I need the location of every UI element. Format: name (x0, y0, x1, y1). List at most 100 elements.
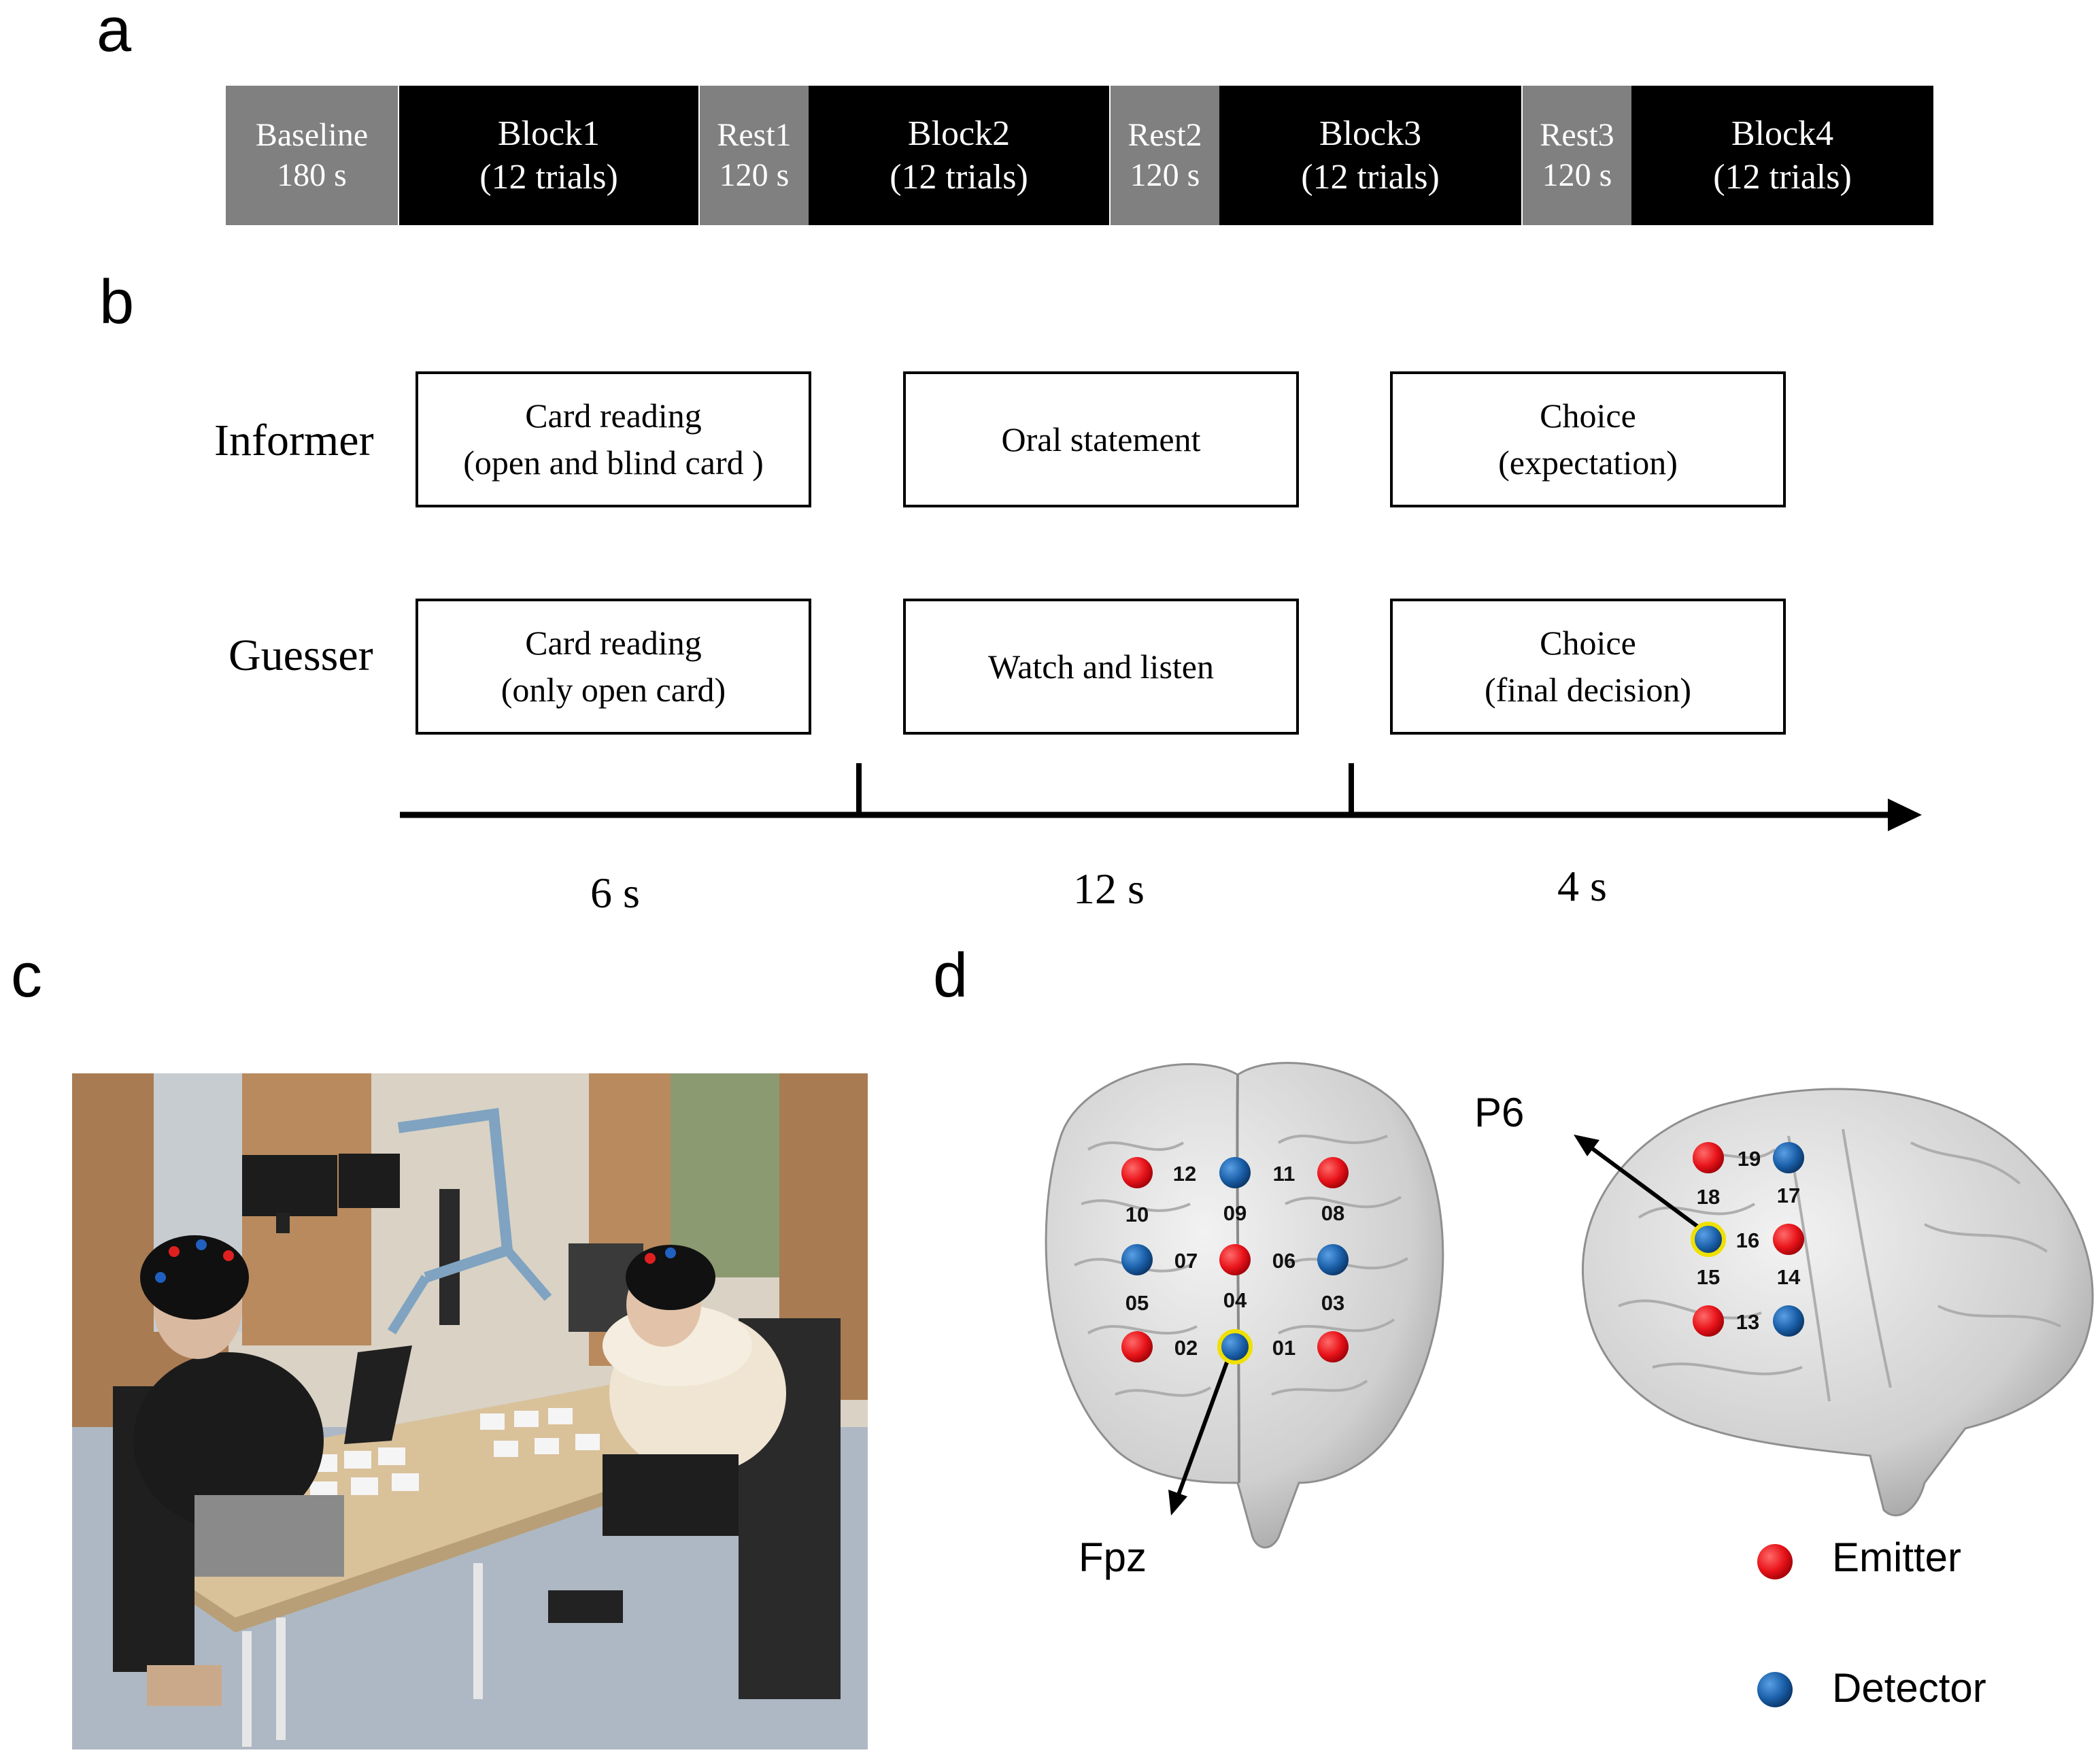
channel-label: 08 (1321, 1201, 1344, 1225)
fpz-label: Fpz (1079, 1535, 1147, 1580)
panel-label-c: c (11, 941, 42, 1010)
channel-label: 02 (1174, 1336, 1198, 1360)
emitter-dot (1121, 1331, 1153, 1362)
timeline-label: Block1 (497, 114, 600, 154)
channel-label: 19 (1738, 1147, 1761, 1171)
duration-statement: 12 s (1073, 865, 1145, 913)
guesser-card-reading-box: Card reading (only open card) (416, 599, 811, 735)
box-line: Oral statement (1001, 420, 1201, 458)
detector-dot (1317, 1244, 1349, 1275)
duration-card-reading: 6 s (590, 869, 640, 917)
informer-card-reading-box: Card reading (open and blind card ) (416, 371, 811, 507)
emitter-dot (1693, 1305, 1724, 1337)
emitter-dot (1317, 1157, 1349, 1188)
duration-choice: 4 s (1557, 862, 1607, 910)
legend-emitter-label: Emitter (1832, 1535, 1961, 1580)
experiment-photo (72, 1073, 868, 1749)
timeline-sub: 120 s (1130, 156, 1200, 193)
emitter-dot (1219, 1244, 1251, 1275)
timeline-sub: (12 trials) (1713, 157, 1852, 197)
legend-detector-label: Detector (1832, 1665, 1986, 1711)
timeline-block2: Block2 (12 trials) (809, 86, 1109, 225)
detector-dot (1121, 1244, 1153, 1275)
emitter-dot (1773, 1224, 1804, 1255)
channel-label: 12 (1173, 1162, 1196, 1186)
timeline-sub: 180 s (277, 156, 347, 193)
timeline-label: Block3 (1319, 114, 1422, 154)
channel-label: 14 (1777, 1265, 1801, 1289)
fpz-arrow (1176, 1354, 1232, 1498)
card-icon (310, 1408, 600, 1499)
timeline-sub: (12 trials) (1301, 157, 1440, 197)
participant-right (548, 1245, 841, 1699)
fpz-arrowhead (1168, 1490, 1187, 1515)
timeline-rest3: Rest3 120 s (1523, 86, 1631, 225)
panel-label-b: b (99, 267, 135, 337)
timeline-sub: 120 s (719, 156, 790, 193)
timeline-block3: Block3 (12 trials) (1219, 86, 1521, 225)
guesser-choice-box: Choice (final decision) (1390, 599, 1786, 735)
timeline-label: Block4 (1731, 114, 1834, 154)
timeline-sub: 120 s (1542, 156, 1612, 193)
detector-dot (1219, 1157, 1251, 1188)
participant-left (113, 1235, 344, 1706)
box-line: Choice (1540, 397, 1636, 435)
channel-label: 16 (1736, 1228, 1759, 1252)
probe-layout: 12 11 10 09 08 07 06 05 04 03 02 01 19 1… (1045, 1062, 2094, 1711)
legend-detector-swatch (1757, 1672, 1793, 1707)
box-line: Card reading (525, 397, 702, 435)
emitter-dot (1317, 1331, 1349, 1362)
timeline-label: Rest2 (1128, 116, 1202, 153)
box-line: Card reading (525, 624, 702, 662)
timeline-label: Block2 (907, 114, 1011, 154)
channel-label: 13 (1736, 1310, 1759, 1334)
timeline-label: Rest1 (717, 116, 792, 153)
panel-label-a: a (97, 0, 132, 65)
timeline-block1: Block1 (12 trials) (399, 86, 698, 225)
channel-label: 17 (1777, 1184, 1800, 1207)
timeline-rest1: Rest1 120 s (700, 86, 809, 225)
channel-label: 10 (1125, 1203, 1149, 1226)
fpz-reference-dot (1217, 1329, 1253, 1364)
box-line: (only open card) (501, 671, 726, 709)
box-line: Choice (1540, 624, 1636, 662)
emitter-dot (1121, 1157, 1153, 1188)
detector-dot (1773, 1142, 1804, 1173)
timeline-label: Rest3 (1540, 116, 1614, 153)
guesser-watch-listen-box: Watch and listen (903, 599, 1299, 735)
channel-label: 06 (1272, 1249, 1295, 1273)
role-informer: Informer (214, 416, 374, 465)
lateral-optodes: 19 18 17 16 15 14 13 (1691, 1142, 1804, 1337)
emitter-dot (1693, 1142, 1724, 1173)
detector-dot (1773, 1305, 1804, 1337)
informer-oral-statement-box: Oral statement (903, 371, 1299, 507)
brain-lateral-view (1581, 1088, 2094, 1517)
channel-label: 09 (1223, 1201, 1247, 1225)
box-line: (final decision) (1484, 671, 1692, 709)
computer-monitor-icon (242, 1154, 460, 1325)
informer-choice-box: Choice (expectation) (1390, 371, 1786, 507)
frontal-optodes: 12 11 10 09 08 07 06 05 04 03 02 01 (1121, 1157, 1349, 1364)
channel-label: 01 (1272, 1336, 1295, 1360)
timeline-sub: (12 trials) (479, 157, 618, 197)
legend: Emitter Detector (1757, 1535, 1986, 1711)
timeline-block4: Block4 (12 trials) (1631, 86, 1933, 225)
channel-label: 11 (1273, 1162, 1295, 1186)
box-line: (open and blind card ) (463, 443, 764, 482)
panel-label-d: d (933, 941, 968, 1010)
p6-arrowhead (1574, 1135, 1599, 1156)
channel-label: 07 (1174, 1249, 1198, 1273)
experiment-room-illustration (72, 1073, 868, 1749)
legend-emitter-swatch (1757, 1544, 1793, 1579)
channel-label: 04 (1223, 1288, 1247, 1312)
timeline-rest2: Rest2 120 s (1111, 86, 1219, 225)
time-axis (400, 763, 1922, 831)
box-line: (expectation) (1498, 443, 1678, 482)
p6-label: P6 (1474, 1090, 1524, 1135)
channel-label: 15 (1697, 1265, 1720, 1289)
channel-label: 18 (1697, 1185, 1720, 1209)
time-axis-arrowhead (1888, 799, 1922, 831)
channel-label: 03 (1321, 1291, 1344, 1315)
channel-label: 05 (1125, 1291, 1149, 1315)
